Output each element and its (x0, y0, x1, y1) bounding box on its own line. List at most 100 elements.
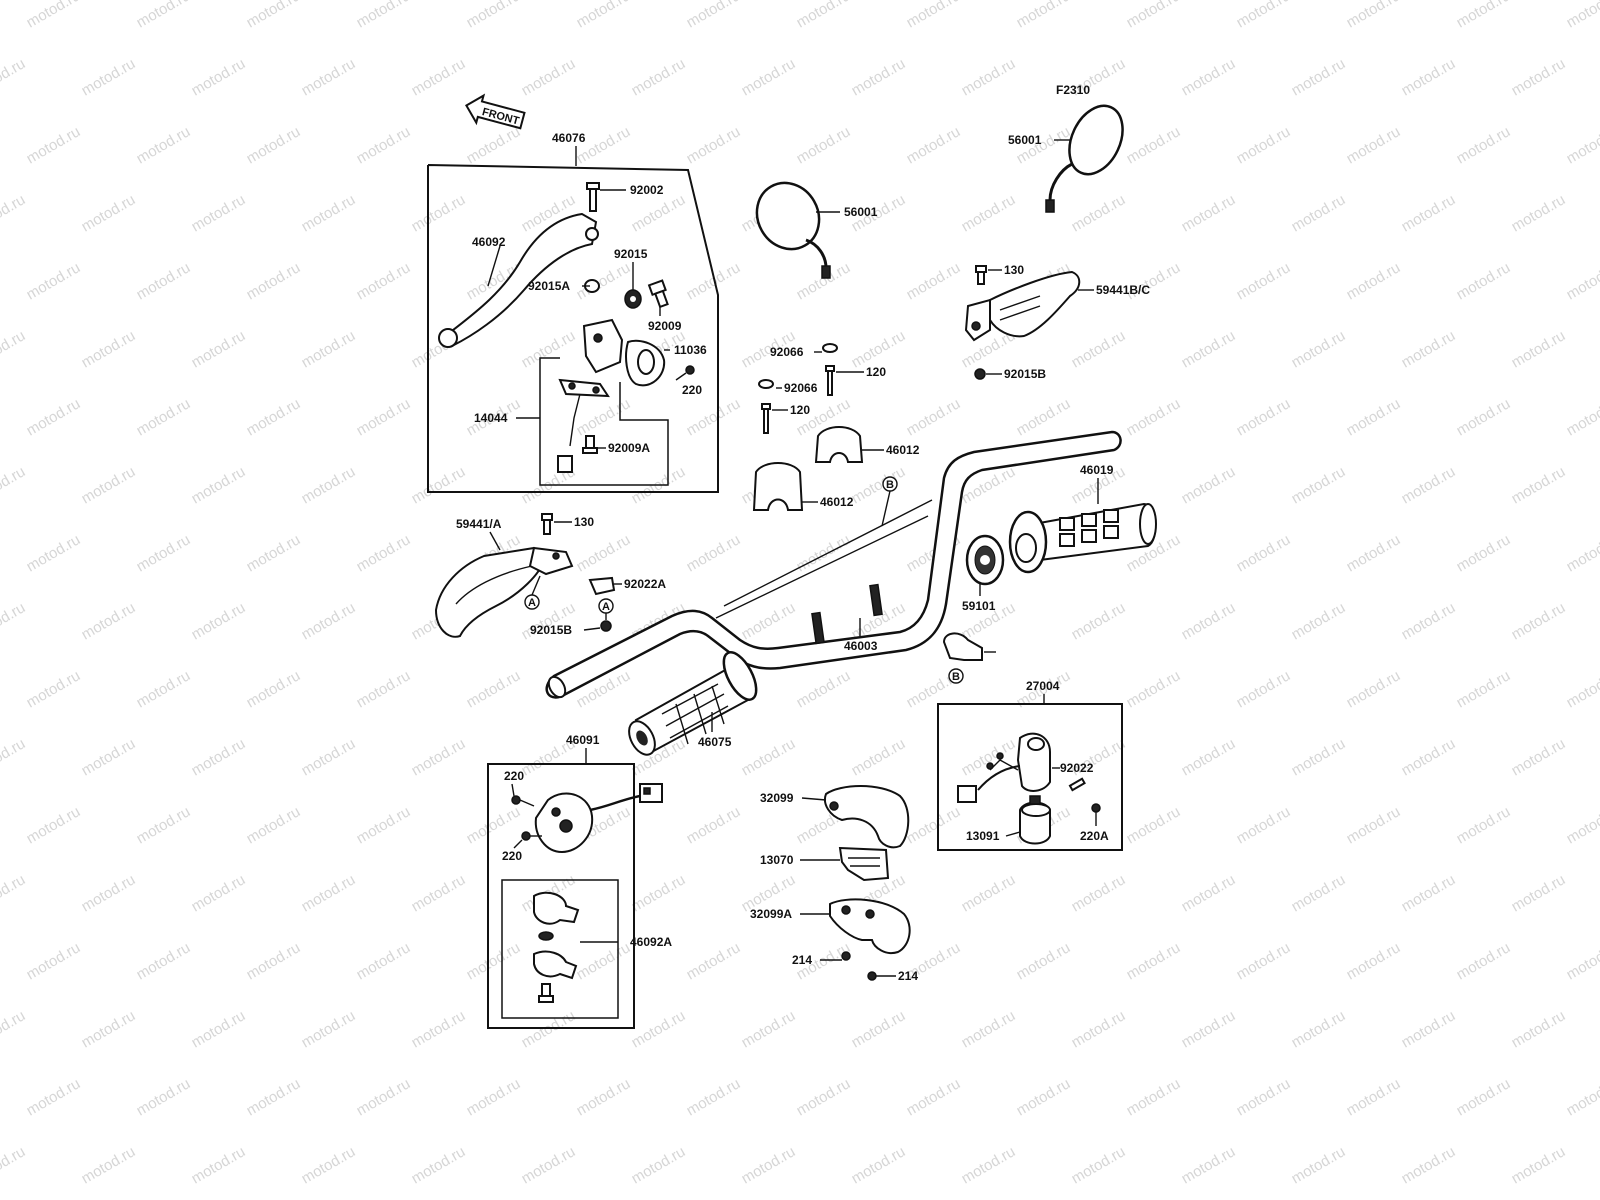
watermark-text: motod.ru (244, 395, 304, 439)
front-arrow-icon: FRONT (465, 93, 526, 130)
watermark-text: motod.ru (1344, 939, 1404, 983)
watermark-text: motod.ru (0, 1143, 28, 1187)
watermark-text: motod.ru (1564, 1075, 1600, 1119)
watermark-text: motod.ru (354, 395, 414, 439)
pivot-bolt-icon (647, 279, 669, 309)
watermark-text: motod.ru (354, 667, 414, 711)
watermark-text: motod.ru (1454, 123, 1514, 167)
part-label-92009A: 92009A (608, 441, 650, 455)
watermark-text: motod.ru (1564, 667, 1600, 711)
watermark-text: motod.ru (1509, 1143, 1569, 1187)
part-label-46092: 46092 (472, 235, 506, 249)
part-label-92066-a: 92066 (770, 345, 804, 359)
watermark-text: motod.ru (1179, 735, 1239, 779)
watermark-text: motod.ru (1399, 463, 1459, 507)
watermark-text: motod.ru (134, 1075, 194, 1119)
watermark-text: motod.ru (0, 55, 28, 99)
watermark-text: motod.ru (1124, 395, 1184, 439)
watermark-text: motod.ru (189, 599, 249, 643)
hand-guard-right-icon (964, 270, 1081, 342)
watermark-text: motod.ru (739, 599, 799, 643)
watermark-text: motod.ru (244, 939, 304, 983)
watermark-text: motod.ru (904, 395, 964, 439)
watermark-text: motod.ru (1234, 667, 1294, 711)
throttle-grip-icon (1008, 502, 1157, 574)
part-label-46012-a: 46012 (886, 443, 920, 457)
watermark-text: motod.ru (464, 803, 524, 847)
part-label-14044: 14044 (474, 411, 508, 425)
watermark-text: motod.ru (1289, 599, 1349, 643)
watermark-text: motod.ru (1069, 1143, 1129, 1187)
watermark-text: motod.ru (1564, 0, 1600, 31)
throttle-pulley-icon (965, 534, 1005, 586)
watermark-text: motod.ru (1454, 259, 1514, 303)
watermark-text: motod.ru (24, 1075, 84, 1119)
watermark-text: motod.ru (464, 0, 524, 31)
watermark-text: motod.ru (1179, 463, 1239, 507)
watermark-text: motod.ru (1069, 327, 1129, 371)
washer-icon (624, 289, 642, 309)
watermark-text: motod.ru (684, 803, 744, 847)
housing-screw-b-icon (867, 971, 896, 981)
watermark-text: motod.ru (519, 55, 579, 99)
part-label-32099: 32099 (760, 791, 794, 805)
assembly-box-46076 (427, 164, 719, 493)
assembly-box-27004 (937, 703, 1123, 851)
watermark-text: motod.ru (1564, 395, 1600, 439)
watermark-text: motod.ru (1399, 327, 1459, 371)
watermark-text: motod.ru (299, 599, 359, 643)
watermark-text: motod.ru (1399, 599, 1459, 643)
watermark-text: motod.ru (1234, 939, 1294, 983)
watermark-text: motod.ru (464, 1075, 524, 1119)
watermark-text: motod.ru (134, 531, 194, 575)
svg-text:B: B (952, 671, 960, 683)
watermark-text: motod.ru (354, 939, 414, 983)
watermark-text: motod.ru (1289, 1143, 1349, 1187)
watermark-text: motod.ru (1564, 123, 1600, 167)
watermark-text: motod.ru (1234, 259, 1294, 303)
part-label-46075: 46075 (698, 735, 732, 749)
watermark-text: motod.ru (794, 667, 854, 711)
watermark-text: motod.ru (0, 191, 28, 235)
left-switch-housing-icon (534, 783, 663, 854)
watermark-text: motod.ru (134, 259, 194, 303)
watermark-text: motod.ru (24, 939, 84, 983)
watermark-text: motod.ru (134, 803, 194, 847)
watermark-text: motod.ru (299, 327, 359, 371)
watermark-text: motod.ru (519, 327, 579, 371)
part-label-13091: 13091 (966, 829, 1000, 843)
watermark-text: motod.ru (574, 1075, 634, 1119)
watermark-text: motod.ru (1179, 599, 1239, 643)
watermark-text: motod.ru (904, 123, 964, 167)
master-cylinder-clamp-icon: B (942, 632, 983, 684)
watermark-text: motod.ru (244, 531, 304, 575)
part-label-92022A: 92022A (624, 577, 666, 591)
assembly-box-46091 (487, 763, 635, 1029)
watermark-text: motod.ru (189, 327, 249, 371)
part-label-11036: 11036 (674, 343, 707, 357)
watermark-text: motod.ru (79, 55, 139, 99)
mirror-right-icon (1045, 104, 1124, 213)
switch-screw-icon (582, 435, 598, 454)
watermark-text: motod.ru (1454, 395, 1514, 439)
watermark-text: motod.ru (629, 191, 689, 235)
switch-screw-top-icon (511, 795, 535, 807)
watermark-text: motod.ru (189, 463, 249, 507)
switch-screw-220A-icon (1091, 803, 1101, 826)
clamp-plate-icon (588, 576, 616, 596)
watermark-text: motod.ru (244, 803, 304, 847)
part-label-56001-left: 56001 (844, 205, 878, 219)
part-label-220A: 220A (1080, 829, 1109, 843)
watermark-text: motod.ru (629, 55, 689, 99)
watermark-text: motod.ru (1289, 55, 1349, 99)
watermark-text: motod.ru (1069, 871, 1129, 915)
watermark-text: motod.ru (1179, 1143, 1239, 1187)
watermark-text: motod.ru (1124, 939, 1184, 983)
part-label-46076: 46076 (552, 131, 586, 145)
watermark-text: motod.ru (24, 667, 84, 711)
watermark-text: motod.ru (409, 191, 469, 235)
watermark-text: motod.ru (409, 871, 469, 915)
watermark-text: motod.ru (959, 191, 1019, 235)
watermark-text: motod.ru (0, 1007, 28, 1051)
